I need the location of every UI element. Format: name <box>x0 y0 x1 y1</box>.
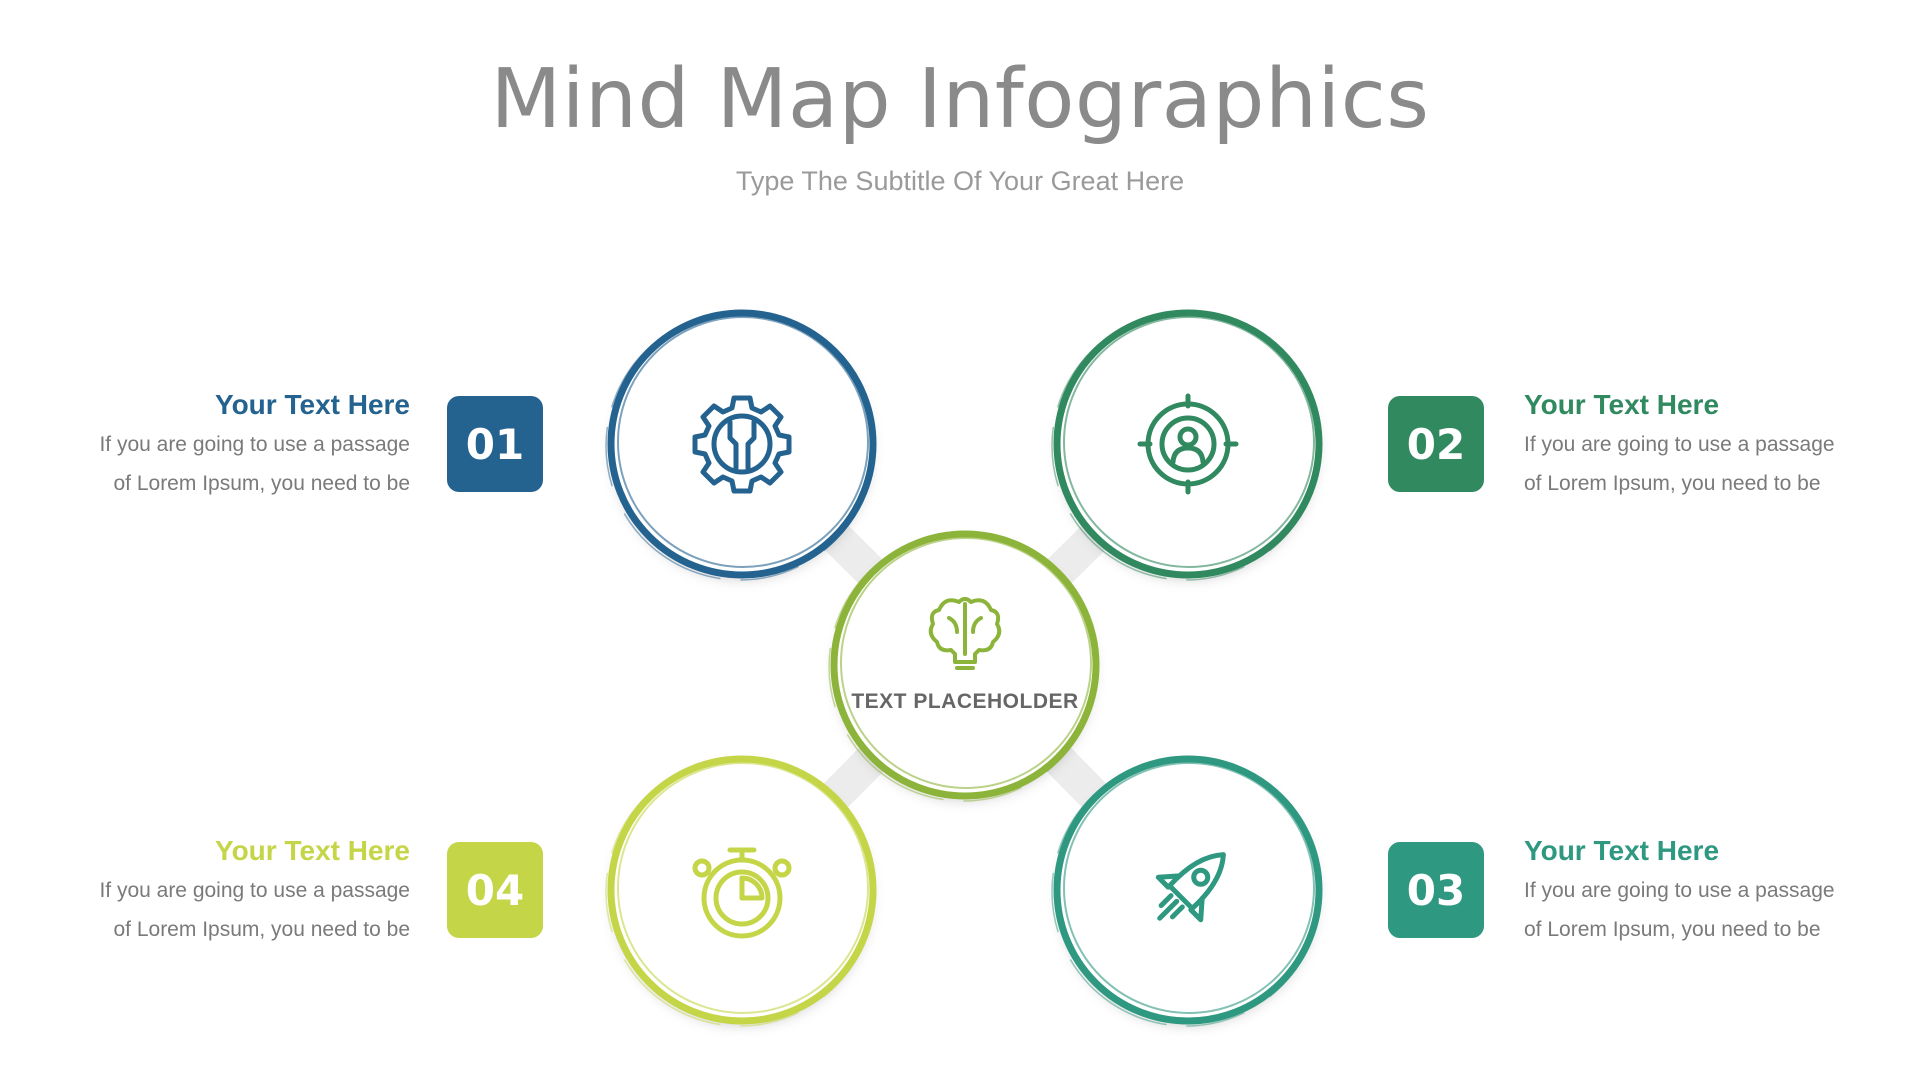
center-label: TEXT PLACEHOLDER <box>851 690 1079 713</box>
item-text-04-line1: If you are going to use a passage <box>99 879 410 902</box>
item-text-02: If you are going to use a passage of Lor… <box>1524 425 1920 503</box>
gear-wrench-icon <box>692 395 792 494</box>
node-02 <box>1051 309 1323 581</box>
item-text-01-line1: If you are going to use a passage <box>99 433 410 456</box>
number-badge-03: 03 <box>1388 842 1484 938</box>
node-04 <box>605 755 877 1027</box>
rocket-icon <box>1155 852 1226 923</box>
item-text-03-line1: If you are going to use a passage <box>1524 879 1835 902</box>
item-title-03: Your Text Here <box>1524 835 1720 866</box>
item-text-02-line1: If you are going to use a passage <box>1524 433 1835 456</box>
brain-bulb-icon <box>928 597 1002 670</box>
item-text-01: If you are going to use a passage of Lor… <box>10 425 410 503</box>
item-title-04: Your Text Here <box>214 835 410 866</box>
item-title-01: Your Text Here <box>214 389 410 420</box>
item-text-02-line2: of Lorem Ipsum, you need to be <box>1524 472 1821 495</box>
item-text-04: If you are going to use a passage of Lor… <box>10 871 410 949</box>
item-text-01-line2: of Lorem Ipsum, you need to be <box>113 472 410 495</box>
item-title-02: Your Text Here <box>1524 389 1720 420</box>
node-03 <box>1051 755 1323 1027</box>
stopwatch-icon <box>692 847 792 939</box>
page-title: Mind Map Infographics <box>490 52 1430 147</box>
target-user-icon <box>1137 393 1239 495</box>
number-badge-02: 02 <box>1388 396 1484 492</box>
item-text-03-line2: of Lorem Ipsum, you need to be <box>1524 918 1821 941</box>
item-text-04-line2: of Lorem Ipsum, you need to be <box>113 918 410 941</box>
center-node <box>828 530 1100 802</box>
number-badge-04: 04 <box>447 842 543 938</box>
page-subtitle: Type The Subtitle Of Your Great Here <box>735 166 1185 196</box>
item-text-03: If you are going to use a passage of Lor… <box>1524 871 1920 949</box>
number-badge-01: 01 <box>447 396 543 492</box>
node-01 <box>605 309 877 581</box>
